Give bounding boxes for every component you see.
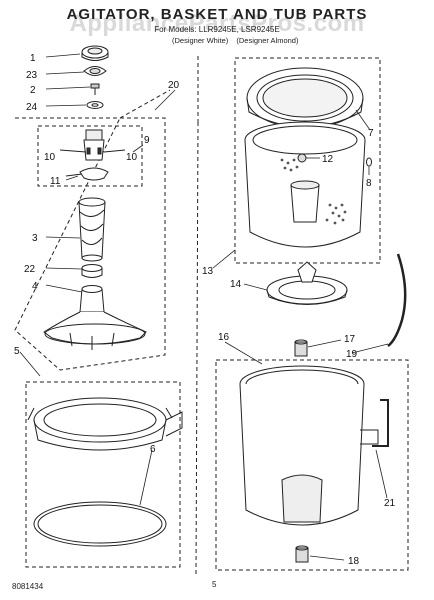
part-12-spanner-nut: [297, 153, 307, 163]
callout-4: 4: [32, 281, 38, 292]
assembly-9-outline: [37, 125, 143, 187]
callout-8: 8: [366, 178, 372, 189]
part-10-agitator-dogs: [59, 129, 126, 161]
callout-14: 14: [230, 279, 242, 290]
part-19-hose: [387, 253, 407, 347]
callout-16: 16: [218, 332, 230, 343]
assembly-16-outline: [215, 359, 409, 571]
part-2-bolt: [90, 83, 100, 95]
callout-1: 1: [30, 53, 36, 64]
guide-line-left: [195, 121, 199, 576]
part-22-collar: [81, 264, 103, 278]
callout-17: 17: [344, 334, 356, 345]
callout-24: 24: [26, 102, 38, 113]
part-17-tub-fitting: [294, 339, 308, 357]
callout-6: 6: [150, 444, 156, 455]
callout-5: 5: [14, 346, 20, 357]
models-line: For Models: LLR9245E, LSR9245E: [154, 25, 280, 34]
callout-9: 9: [144, 135, 150, 146]
callout-22: 22: [24, 264, 36, 275]
part-24-washer: [86, 101, 104, 109]
part-21-outer-tub: [239, 365, 389, 526]
page-number: 5: [212, 580, 217, 589]
callout-3: 3: [32, 233, 38, 244]
leader-lines: [19, 53, 389, 561]
part-4-agitator-base: [43, 285, 147, 350]
callout-11: 11: [50, 176, 61, 187]
callout-18: 18: [348, 556, 360, 567]
diagram-title: AGITATOR, BASKET AND TUB PARTS: [66, 6, 368, 23]
callout-13: 13: [202, 266, 214, 277]
part-18-drain-fitting: [295, 545, 309, 563]
color-variant-white: (Designer White): [172, 36, 229, 45]
color-variants: (Designer White) (Designer Almond): [172, 36, 304, 45]
color-variant-almond: (Designer Almond): [236, 36, 299, 45]
callout-10-left: 10: [44, 152, 56, 163]
part-1-agitator-cap: [81, 45, 109, 61]
callout-20: 20: [168, 80, 180, 91]
part-11-dog-cam: [65, 167, 109, 181]
callout-10-right: 10: [126, 152, 138, 163]
part-7-balance-ring: [246, 67, 364, 129]
callout-7: 7: [368, 128, 374, 139]
part-8-screw: [366, 157, 372, 167]
part-5-balance-ring: [27, 397, 183, 451]
assembly-5-outline: [25, 381, 181, 568]
part-3-auger: [78, 197, 106, 262]
callout-12: 12: [322, 154, 334, 165]
callout-numbers: 1 23 2 24 20 9 10 10 11 3 22 4 5 6 7 12 …: [14, 53, 396, 567]
callout-2: 2: [30, 85, 36, 96]
callout-19: 19: [346, 349, 358, 360]
assembly-20-outline: [14, 89, 171, 371]
part-6-tub-ring: [33, 501, 167, 547]
part-23-cam: [83, 66, 107, 76]
callout-21: 21: [384, 498, 396, 509]
part-13-basket: [244, 121, 366, 248]
part-14-drive-hub: [266, 261, 348, 305]
callout-23: 23: [26, 70, 38, 81]
watermark: AppliancePartsPros.com: [69, 10, 365, 37]
document-code: 8081434: [12, 582, 44, 591]
